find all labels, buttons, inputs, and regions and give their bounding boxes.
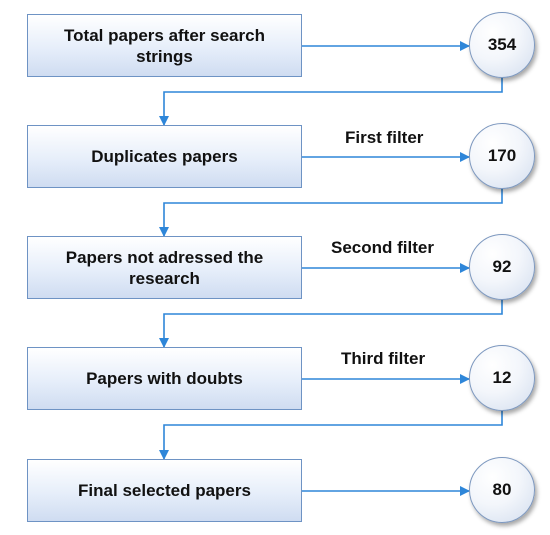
elbow-connector-1 <box>159 78 503 126</box>
count-circle-final: 80 <box>469 457 535 523</box>
stage-box-total-papers: Total papers after search strings <box>27 14 302 77</box>
count-circle-total: 354 <box>469 12 535 78</box>
filter-label-third: Third filter <box>341 349 426 368</box>
stage-box-not-addressed: Papers not adressed the research <box>27 236 302 299</box>
stage-label: Total papers after search strings <box>64 25 265 66</box>
count-circle-second-filter: 92 <box>469 234 535 300</box>
stage-box-doubts: Papers with doubts <box>27 347 302 410</box>
filter-label-second: Second filter <box>331 238 434 257</box>
elbow-connector-3 <box>159 300 503 348</box>
count-value: 80 <box>492 480 512 499</box>
stage-label: Papers not adressed the research <box>65 247 264 288</box>
count-value: 12 <box>492 368 512 387</box>
count-value: 354 <box>487 35 517 54</box>
stage-box-final: Final selected papers <box>27 459 302 522</box>
stage-label: Final selected papers <box>78 481 251 500</box>
count-value: 92 <box>492 257 512 276</box>
count-circle-third-filter: 12 <box>469 345 535 411</box>
elbow-connector-2 <box>159 189 503 237</box>
elbow-connector-4 <box>159 411 503 460</box>
count-circle-first-filter: 170 <box>469 123 535 189</box>
count-value: 170 <box>487 146 517 165</box>
stage-box-duplicates: Duplicates papers <box>27 125 302 188</box>
filter-label-first: First filter <box>345 128 424 147</box>
stage-label: Papers with doubts <box>86 369 243 388</box>
stage-label: Duplicates papers <box>91 147 238 166</box>
